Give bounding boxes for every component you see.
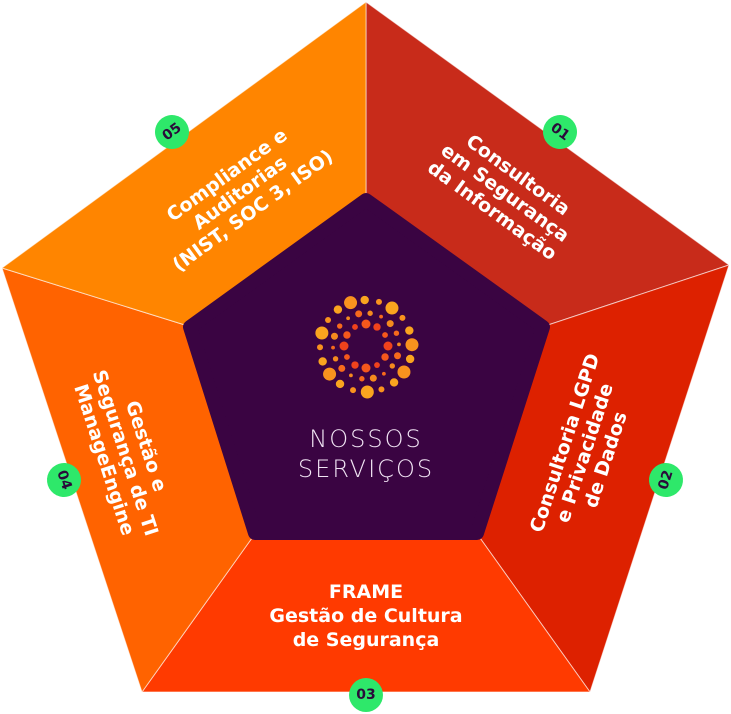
logo-dot — [330, 332, 338, 340]
dot-ring-logo-icon — [315, 295, 419, 399]
logo-dot — [405, 326, 414, 335]
segment-03-label[interactable]: FRAME Gestão de Cultura de Segurança — [266, 580, 466, 652]
logo-dot — [385, 301, 399, 315]
logo-dot — [335, 379, 345, 389]
segment-03-line: FRAME — [328, 581, 404, 603]
logo-dot — [331, 345, 335, 350]
logo-dot — [315, 326, 329, 340]
logo-dot — [383, 341, 393, 351]
logo-dot — [344, 354, 350, 360]
logo-dot — [359, 376, 365, 382]
logo-dot — [389, 363, 395, 369]
logo-dot — [367, 310, 373, 316]
logo-dot — [405, 338, 419, 352]
logo-dot — [351, 361, 359, 369]
logo-dot — [369, 374, 377, 382]
center-title-line1: NOSSOS — [309, 425, 423, 453]
logo-dot — [349, 373, 353, 378]
center-title: NOSSOS SERVIÇOS — [266, 424, 466, 484]
logo-dot — [343, 331, 351, 339]
logo-dot — [394, 352, 402, 360]
logo-dot — [405, 354, 415, 364]
logo-dot — [337, 323, 343, 329]
logo-dot — [397, 342, 401, 347]
logo-dot — [360, 385, 374, 399]
logo-dot — [393, 330, 400, 336]
logo-dot — [378, 386, 385, 393]
logo-dot — [325, 317, 332, 324]
segment-03-line: Gestão de Cultura — [269, 605, 463, 627]
logo-dot — [381, 371, 386, 376]
logo-dot — [338, 364, 346, 372]
center-title-line2: SERVIÇOS — [297, 455, 435, 483]
logo-dot — [374, 362, 380, 368]
badge-03: 03 — [349, 678, 383, 712]
logo-dot — [389, 378, 399, 387]
segment-03-line: de Segurança — [292, 629, 440, 651]
logo-dot — [344, 296, 358, 310]
logo-dot — [360, 295, 369, 305]
logo-dot — [350, 387, 357, 394]
logo-dot — [317, 344, 324, 351]
logo-dot — [339, 341, 349, 351]
logo-dot — [399, 314, 406, 321]
logo-dot — [375, 298, 382, 305]
logo-dot — [361, 319, 371, 329]
logo-dot — [373, 323, 381, 331]
logo-dot — [318, 357, 327, 366]
logo-dot — [379, 314, 383, 319]
logo-dot — [346, 316, 351, 321]
logo-dot — [381, 353, 389, 361]
logo-dot — [355, 310, 363, 318]
logo-dot — [323, 367, 337, 381]
logo-dot — [382, 332, 388, 338]
logo-dot — [361, 363, 371, 373]
logo-dot — [333, 305, 343, 314]
logo-dot — [397, 365, 411, 379]
logo-dot — [332, 356, 339, 362]
logo-dot — [352, 324, 358, 330]
logo-dot — [386, 320, 394, 328]
